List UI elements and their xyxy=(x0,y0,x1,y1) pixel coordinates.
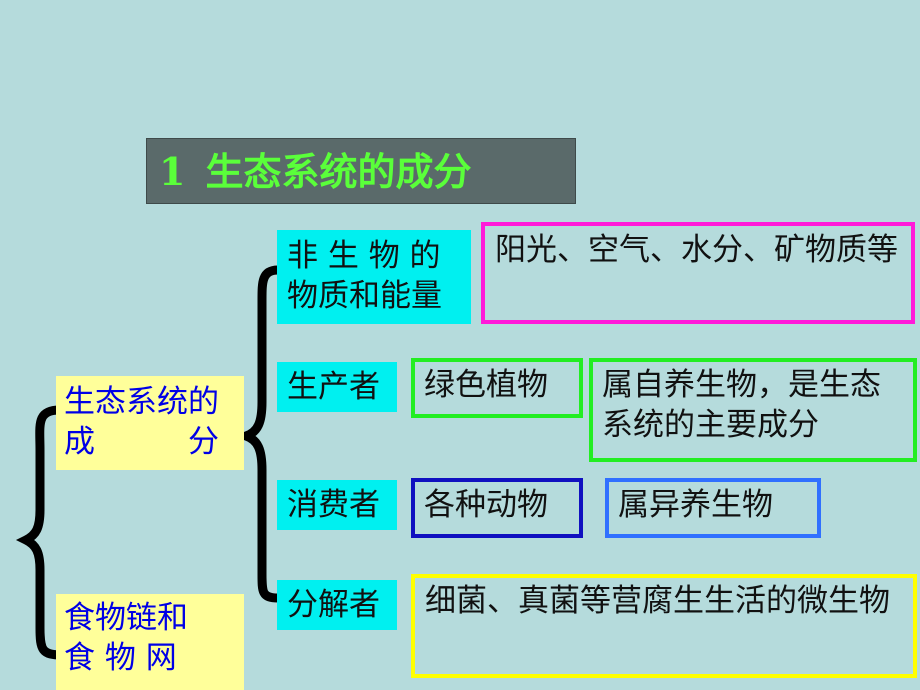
producer-example-text: 绿色植物 xyxy=(424,367,548,403)
decomposer-note-box: 细菌、真菌等营腐生生活的微生物 xyxy=(411,574,917,678)
consumer-note-text: 属异养生物 xyxy=(618,487,773,523)
food-line2: 食 物 网 xyxy=(64,640,177,676)
inner-brace xyxy=(231,265,283,603)
ecosystem-composition-box: 生态系统的 成 分 xyxy=(56,376,244,470)
producer-note-box: 属自养生物，是生态系统的主要成分 xyxy=(589,358,917,462)
food-web-box: 食物链和 食 物 网 xyxy=(56,594,244,690)
abiotic-label-line1: 非 生 物 的 xyxy=(287,238,441,274)
producer-note-text: 属自养生物，是生态系统的主要成分 xyxy=(602,367,881,443)
consumer-label: 消费者 xyxy=(287,487,380,523)
consumer-example-box: 各种动物 xyxy=(411,478,583,538)
category-producer: 生产者 xyxy=(277,362,397,412)
producer-example-box: 绿色植物 xyxy=(411,358,583,418)
title-number: 1 xyxy=(159,149,186,194)
consumer-example-text: 各种动物 xyxy=(424,487,548,523)
title-text: 生态系统的成分 xyxy=(205,150,472,194)
page-title: 1 生态系统的成分 xyxy=(146,138,576,204)
decomposer-label: 分解者 xyxy=(287,587,380,623)
consumer-note-box: 属异养生物 xyxy=(605,478,821,538)
category-consumer: 消费者 xyxy=(277,480,397,530)
food-line1: 食物链和 xyxy=(64,600,188,636)
decomposer-note-text: 细菌、真菌等营腐生生活的微生物 xyxy=(425,583,890,619)
category-decomposer: 分解者 xyxy=(277,580,397,630)
abiotic-label-line2: 物质和能量 xyxy=(287,278,442,314)
abiotic-detail-box: 阳光、空气、水分、矿物质等 xyxy=(481,222,915,324)
producer-label: 生产者 xyxy=(287,369,380,405)
category-abiotic: 非 生 物 的 物质和能量 xyxy=(277,230,471,324)
composition-line2: 成 分 xyxy=(64,424,219,460)
abiotic-detail-text: 阳光、空气、水分、矿物质等 xyxy=(495,232,898,268)
composition-line1: 生态系统的 xyxy=(64,384,219,420)
outer-brace xyxy=(15,405,67,660)
